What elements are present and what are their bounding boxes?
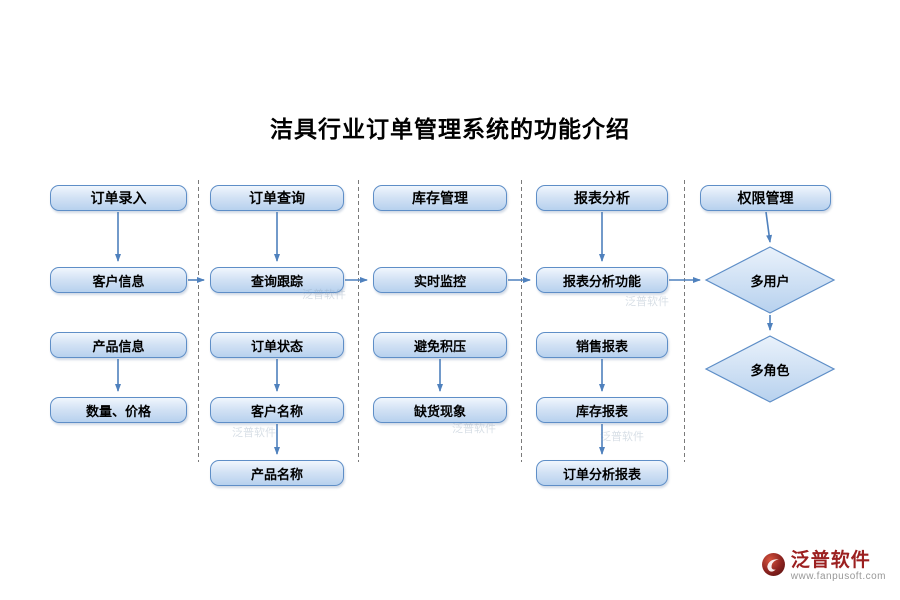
node-sales-report: 销售报表 [536,332,668,358]
node-customer-info: 客户信息 [50,267,187,293]
node-customer-name: 客户名称 [210,397,344,423]
brand-logo: 泛普软件 www.fanpusoft.com [761,550,886,582]
node-order-entry: 订单录入 [50,185,187,211]
node-inventory-report: 库存报表 [536,397,668,423]
node-product-name: 产品名称 [210,460,344,486]
node-quantity-price: 数量、价格 [50,397,187,423]
node-avoid-backlog: 避免积压 [373,332,507,358]
brand-url: www.fanpusoft.com [790,571,886,582]
brand-name: 泛普软件 [790,550,871,571]
node-product-info: 产品信息 [50,332,187,358]
node-order-analysis-report: 订单分析报表 [536,460,668,486]
multi-user-diamond-shape [704,246,836,314]
node-stockout: 缺货现象 [373,397,507,423]
multi-role-diamond-shape [704,335,836,403]
node-order-status: 订单状态 [210,332,344,358]
node-realtime-monitoring: 实时监控 [373,267,507,293]
node-report-analysis-function: 报表分析功能 [536,267,668,293]
fanpu-logo-icon [761,553,785,576]
diamond-multi-role-label: 多角色 [750,362,790,378]
diamond-multi-user-label: 多用户 [750,273,790,289]
diamond-shapes [704,246,836,403]
flow-arrows [115,211,773,455]
brand-text-block: 泛普软件 www.fanpusoft.com [791,550,886,582]
node-permission-management: 权限管理 [700,185,831,211]
node-inventory-management: 库存管理 [373,185,507,211]
diagram-title: 洁具行业订单管理系统的功能介绍 [270,116,630,142]
node-report-analysis: 报表分析 [536,185,668,211]
node-order-query: 订单查询 [210,185,344,211]
dashed-separators [198,180,685,462]
node-query-tracking: 查询跟踪 [210,267,344,293]
